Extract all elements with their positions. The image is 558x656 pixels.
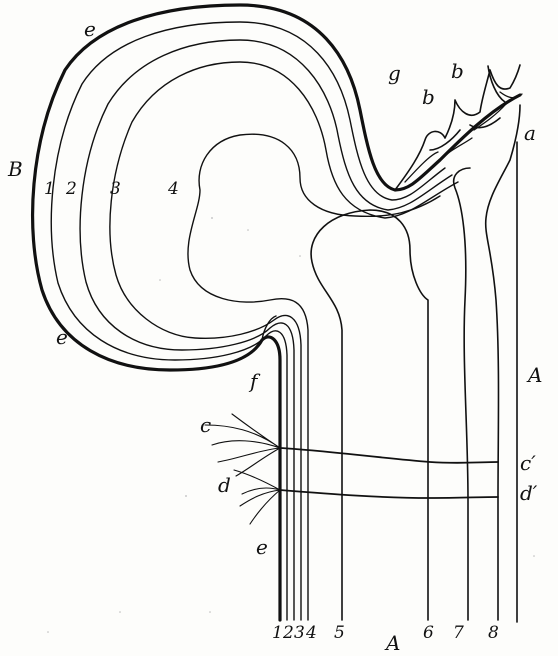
label-c-prime: c′ [520,451,536,475]
label-d: d [218,473,231,497]
inner-lobe [311,210,428,620]
label-e-bottom: e [256,535,268,559]
label-d-prime: d′ [520,481,538,505]
layer-line-2 [51,22,445,620]
layer-number-4: 4 [167,179,179,199]
bottom-number-1: 1 [272,623,283,643]
label-e-top: e [84,17,96,41]
paper-speckles [47,217,535,633]
label-f: f [248,369,261,393]
label-e-left: e [56,325,68,349]
bottom-number-3: 3 [294,623,305,643]
layer-line-3 [80,40,452,620]
layer-number-2: 2 [65,179,77,199]
process-branches-b [395,65,520,190]
transverse-line-d [280,490,498,498]
label-c: c [200,413,211,437]
transverse-line-c [280,448,498,463]
label-A-right: A [526,363,542,387]
layer-line-4 [110,62,458,620]
outer-contour [33,5,520,620]
bottom-number-8: 8 [488,623,499,643]
layer-number-3: 3 [110,179,121,199]
label-b-1: b [422,85,435,109]
bottom-number-7: 7 [453,623,464,643]
fibres-c [205,414,280,476]
label-A-bottom: A [384,631,400,655]
bottom-number-2: 2 [282,623,294,643]
column-line-7 [454,168,470,620]
label-a: a [524,121,536,145]
label-B: B [7,157,23,181]
layer-number-1: 1 [44,179,55,199]
fibres-d [234,470,280,524]
bottom-number-6: 6 [423,623,434,643]
layer-numbers-top: 1 2 3 4 [44,179,179,199]
bottom-number-5: 5 [334,623,345,643]
bottom-number-4: 4 [305,623,317,643]
label-g: g [388,61,401,85]
label-b-2: b [451,59,464,83]
column-line-8 [486,105,520,620]
